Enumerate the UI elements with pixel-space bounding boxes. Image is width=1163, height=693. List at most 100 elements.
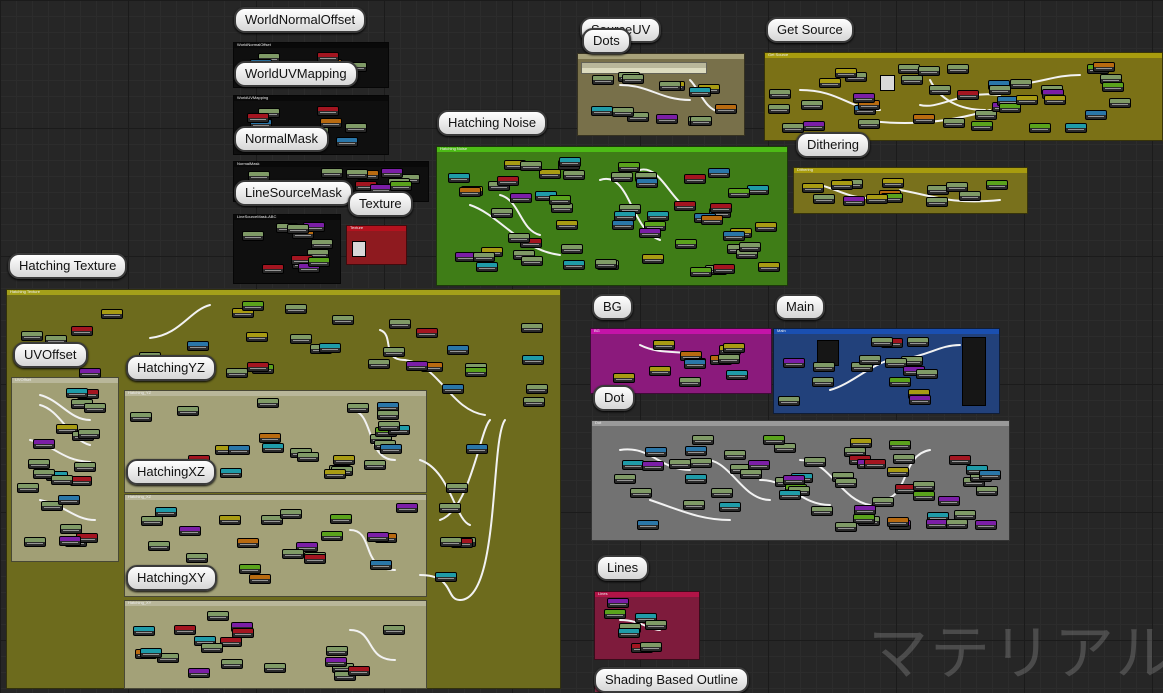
material-node[interactable] bbox=[347, 403, 369, 413]
comment-dithering[interactable]: Dithering bbox=[793, 167, 1028, 214]
comment-title-hatching-xz[interactable]: HatchingXZ bbox=[126, 459, 216, 485]
material-node[interactable] bbox=[141, 516, 163, 526]
material-node[interactable] bbox=[262, 264, 284, 274]
material-node[interactable] bbox=[618, 628, 640, 638]
material-node[interactable] bbox=[813, 362, 835, 372]
material-node[interactable] bbox=[636, 178, 658, 188]
material-node[interactable] bbox=[364, 460, 386, 470]
material-node[interactable] bbox=[508, 233, 530, 243]
material-node[interactable] bbox=[692, 435, 714, 445]
material-node[interactable] bbox=[926, 197, 948, 207]
material-node[interactable] bbox=[368, 359, 390, 369]
material-node[interactable] bbox=[711, 488, 733, 498]
material-node[interactable] bbox=[66, 388, 88, 398]
material-node[interactable] bbox=[435, 572, 457, 582]
material-node[interactable] bbox=[1109, 98, 1131, 108]
material-node[interactable] bbox=[239, 564, 261, 574]
material-node[interactable] bbox=[396, 503, 418, 513]
material-node[interactable] bbox=[685, 446, 707, 456]
material-node[interactable] bbox=[901, 75, 923, 85]
comment-title-hatching-xy[interactable]: HatchingXY bbox=[126, 565, 217, 591]
material-node[interactable] bbox=[521, 323, 543, 333]
material-node[interactable] bbox=[510, 193, 532, 203]
material-node[interactable] bbox=[264, 663, 286, 673]
material-node[interactable] bbox=[710, 203, 732, 213]
material-node[interactable] bbox=[1102, 82, 1124, 92]
material-node[interactable] bbox=[719, 502, 741, 512]
material-node[interactable] bbox=[763, 435, 785, 445]
material-node[interactable] bbox=[201, 643, 223, 653]
material-node[interactable] bbox=[739, 242, 761, 252]
comment-title-hatching-texture[interactable]: Hatching Texture bbox=[8, 253, 128, 279]
material-node[interactable] bbox=[740, 469, 762, 479]
material-node[interactable] bbox=[21, 331, 43, 341]
material-node[interactable] bbox=[290, 334, 312, 344]
material-node[interactable] bbox=[563, 170, 585, 180]
material-node[interactable] bbox=[804, 457, 826, 467]
material-node[interactable] bbox=[986, 180, 1008, 190]
material-node[interactable] bbox=[947, 64, 969, 74]
material-node[interactable] bbox=[157, 653, 179, 663]
material-node[interactable] bbox=[971, 121, 993, 131]
comment-hatching-xy[interactable]: Hatching_XY bbox=[124, 600, 427, 689]
material-node[interactable] bbox=[1016, 95, 1038, 105]
comment-title-hatching-yz[interactable]: HatchingYZ bbox=[126, 355, 216, 381]
material-node[interactable] bbox=[406, 361, 428, 371]
material-node[interactable] bbox=[813, 194, 835, 204]
material-node[interactable] bbox=[446, 483, 468, 493]
material-node[interactable] bbox=[330, 514, 352, 524]
material-node[interactable] bbox=[684, 174, 706, 184]
material-node[interactable] bbox=[473, 252, 495, 262]
material-node[interactable] bbox=[247, 113, 269, 123]
material-node[interactable] bbox=[71, 326, 93, 336]
material-node[interactable] bbox=[321, 531, 343, 541]
material-node[interactable] bbox=[348, 666, 370, 676]
material-node[interactable] bbox=[622, 460, 644, 470]
material-node[interactable] bbox=[220, 637, 242, 647]
material-node[interactable] bbox=[33, 439, 55, 449]
comment-title-main[interactable]: Main bbox=[775, 294, 826, 320]
material-node[interactable] bbox=[465, 367, 487, 377]
material-node[interactable] bbox=[549, 195, 571, 205]
material-node[interactable] bbox=[101, 309, 123, 319]
material-node[interactable] bbox=[17, 483, 39, 493]
comment-title-lines[interactable]: Lines bbox=[596, 555, 650, 581]
comment-title-uv-offset[interactable]: UVOffset bbox=[13, 342, 88, 368]
material-node[interactable] bbox=[287, 224, 309, 234]
material-node[interactable] bbox=[285, 304, 307, 314]
material-node[interactable] bbox=[843, 196, 865, 206]
material-node[interactable] bbox=[853, 514, 875, 524]
material-node[interactable] bbox=[685, 474, 707, 484]
material-node[interactable] bbox=[835, 68, 857, 78]
material-node[interactable] bbox=[979, 470, 1001, 480]
material-node[interactable] bbox=[297, 452, 319, 462]
material-node[interactable] bbox=[866, 194, 888, 204]
comment-title-dots[interactable]: Dots bbox=[582, 28, 631, 54]
material-node[interactable] bbox=[380, 444, 402, 454]
material-node[interactable] bbox=[188, 668, 210, 678]
main-output-node[interactable] bbox=[962, 337, 986, 406]
material-node[interactable] bbox=[701, 215, 723, 225]
material-node[interactable] bbox=[520, 238, 542, 248]
material-node[interactable] bbox=[247, 362, 269, 372]
material-node[interactable] bbox=[257, 398, 279, 408]
material-node[interactable] bbox=[642, 461, 664, 471]
material-node[interactable] bbox=[637, 520, 659, 530]
material-node[interactable] bbox=[713, 264, 735, 274]
material-node[interactable] bbox=[390, 181, 412, 191]
material-node[interactable] bbox=[715, 104, 737, 114]
material-node[interactable] bbox=[442, 384, 464, 394]
material-node[interactable] bbox=[334, 671, 356, 681]
material-node[interactable] bbox=[1085, 110, 1107, 120]
material-node[interactable] bbox=[653, 340, 675, 350]
material-node[interactable] bbox=[221, 659, 243, 669]
material-node[interactable] bbox=[907, 337, 929, 347]
material-node[interactable] bbox=[207, 611, 229, 621]
material-node[interactable] bbox=[783, 475, 805, 485]
material-node[interactable] bbox=[79, 368, 101, 378]
material-node[interactable] bbox=[389, 319, 411, 329]
material-node[interactable] bbox=[611, 172, 633, 182]
material-node[interactable] bbox=[592, 75, 614, 85]
material-node[interactable] bbox=[1065, 123, 1087, 133]
material-node[interactable] bbox=[642, 254, 664, 264]
